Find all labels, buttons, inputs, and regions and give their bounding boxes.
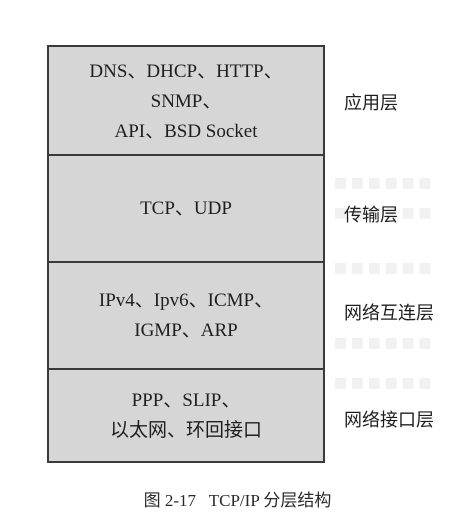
protocol-line: IPv4、Ipv6、ICMP、 <box>98 289 274 311</box>
protocol-line: TCP、UDP <box>140 197 232 219</box>
bleed-through-texture: ▪▪▪▪▪▪ <box>333 200 435 225</box>
bleed-through-texture: ▪▪▪▪▪▪ <box>333 255 435 280</box>
protocol-line: DNS、DHCP、HTTP、 <box>89 60 283 82</box>
layer-label-network-interface: 网络接口层 <box>344 410 434 431</box>
protocol-line: IGMP、ARP <box>134 319 238 341</box>
protocol-line: PPP、SLIP、 <box>131 389 241 411</box>
protocol-line: API、BSD Socket <box>114 120 258 142</box>
layer-label-internet: 网络互连层 <box>344 303 434 324</box>
layer-internet: IPv4、Ipv6、ICMP、 IGMP、ARP <box>49 261 323 368</box>
protocol-line: SNMP、 <box>150 90 222 112</box>
layer-network-interface: PPP、SLIP、 以太网、环回接口 <box>49 368 323 461</box>
figure-caption: 图 2-17 TCP/IP 分层结构 <box>143 491 332 510</box>
protocol-line: 以太网、环回接口 <box>109 419 262 441</box>
layer-application: DNS、DHCP、HTTP、 SNMP、 API、BSD Socket <box>49 47 323 154</box>
bleed-through-texture: ▪▪▪▪▪▪ <box>333 330 435 355</box>
bleed-through-texture: ▪▪▪▪▪▪ <box>333 370 435 395</box>
layer-label-transport: 传输层 <box>344 205 398 226</box>
bleed-through-texture: ▪▪▪▪▪▪ <box>333 170 435 195</box>
layer-label-application: 应用层 <box>344 93 398 114</box>
protocol-stack: DNS、DHCP、HTTP、 SNMP、 API、BSD Socket TCP、… <box>47 45 325 463</box>
layer-transport: TCP、UDP <box>49 154 323 261</box>
